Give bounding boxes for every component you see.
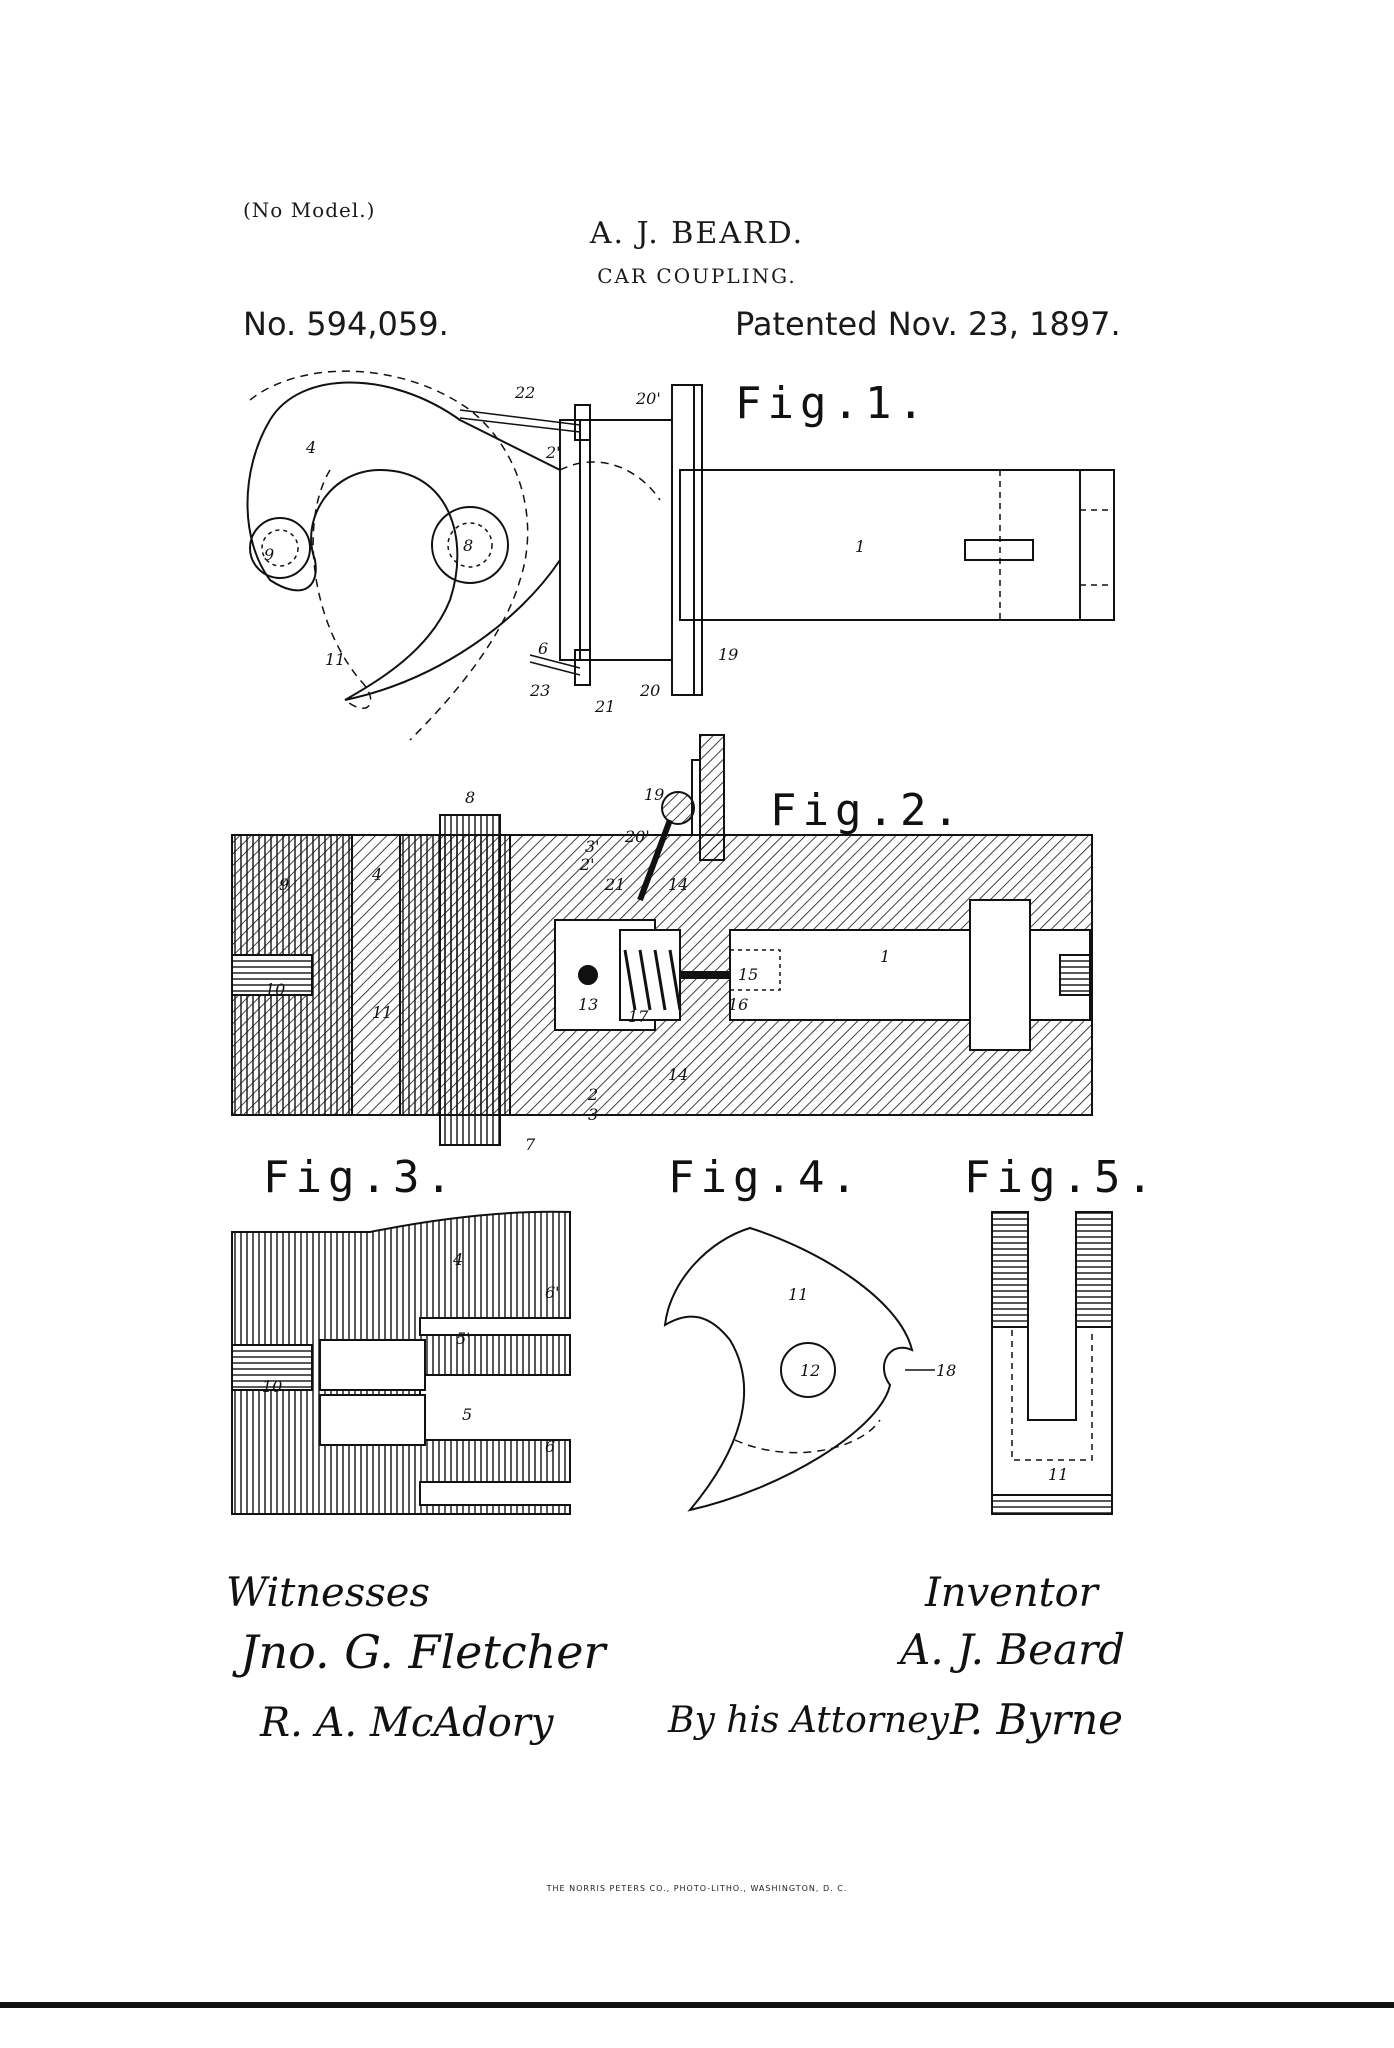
fig2-ref-15: 15 [738, 965, 758, 984]
inventor-label: Inventor [925, 1570, 1098, 1616]
fig1-ref-20: 20 [639, 681, 660, 700]
fig2-ref-2p: 2' [579, 855, 595, 874]
patent-number: No. 594,059. [243, 305, 449, 343]
by-attorney-label: By his Attorney [668, 1700, 949, 1741]
fig1-ref-22: 22 [514, 383, 535, 402]
fig2-ref-1: 1 [880, 947, 890, 966]
fig2-ref-20p: 20' [624, 827, 650, 846]
fig1-ref-6: 6 [538, 639, 548, 658]
bottom-rule [0, 2002, 1394, 2008]
fig2-ref-11: 11 [372, 1003, 392, 1022]
inventor-name: A. J. BEARD. [589, 216, 805, 251]
fig3-ref-4: 4 [452, 1250, 463, 1269]
witness-signature-2: R. A. McAdory [260, 1700, 554, 1746]
fig2-label: Fig.2. [770, 785, 965, 836]
attorney-signature: P. Byrne [950, 1695, 1124, 1744]
fig1-label: Fig.1. [735, 378, 930, 429]
fig2-ref-14b: 14 [668, 1065, 688, 1084]
fig2-pivot-pin [439, 814, 501, 1146]
fig4-drawing: 11 12 18 [663, 1226, 956, 1512]
fig3-label: Fig.3. [263, 1152, 458, 1203]
fig2-ref-3p: 3' [585, 837, 600, 856]
fig2-ref-14a: 14 [668, 875, 688, 894]
no-model-note: (No Model.) [243, 198, 376, 222]
patent-title: CAR COUPLING. [597, 264, 797, 288]
fig2-ref-16: 16 [728, 995, 748, 1014]
fig2-ref-17: 17 [628, 1007, 649, 1026]
fig3-ref-6: 6 [545, 1437, 555, 1456]
fig2-ref-21: 21 [604, 875, 625, 894]
witnesses-label: Witnesses [226, 1570, 430, 1616]
fig2-ref-19: 19 [644, 785, 664, 804]
fig3-drawing: 4 6' 5' 10 5 6 [231, 1210, 571, 1515]
fig2-ref-2: 2 [587, 1085, 598, 1104]
fig2-spring [623, 949, 682, 1011]
fig1-ref-1: 1 [855, 537, 865, 556]
fig4-ref-11: 11 [788, 1285, 808, 1304]
inventor-signature: A. J. Beard [900, 1625, 1126, 1674]
fig2-ref-10: 10 [265, 980, 285, 999]
fig1-ref-23: 23 [529, 681, 550, 700]
fig3-ref-5p: 5' [456, 1329, 471, 1348]
fig4-ref-18: 18 [936, 1361, 956, 1380]
fig1-pivot-pin [431, 506, 509, 584]
fig1-ref-19: 19 [718, 645, 738, 664]
fig2-ref-4: 4 [371, 865, 382, 884]
fig5-label: Fig.5. [964, 1152, 1159, 1203]
witness-signature-1: Jno. G. Fletcher [240, 1625, 606, 1679]
fig2-ref-3: 3 [588, 1105, 598, 1124]
patent-date: Patented Nov. 23, 1897. [735, 305, 1121, 343]
fig2-ref-8: 8 [465, 788, 475, 807]
fig3-ref-10: 10 [262, 1377, 282, 1396]
fig1-ref-21: 21 [594, 697, 615, 716]
fig1-ref-2p: 2' [545, 443, 561, 462]
printer-credit: THE NORRIS PETERS CO., PHOTO-LITHO., WAS… [546, 1884, 848, 1893]
fig4-pin-hole [780, 1342, 836, 1398]
fig2-drawing: 8 19 20' 3' 2' 21 14 4 9 10 13 15 16 17 … [231, 734, 1093, 1154]
fig1-ref-9: 9 [264, 545, 274, 564]
fig4-ref-12: 12 [800, 1361, 820, 1380]
fig1-ref-11: 11 [325, 650, 345, 669]
fig1-ref-8: 8 [463, 536, 473, 555]
fig3-ref-5: 5 [462, 1405, 472, 1424]
fig2-ref-7: 7 [525, 1135, 536, 1154]
fig1-drawing: 22 20' 4 2' 8 9 1 11 6 23 21 20 19 [246, 370, 1115, 741]
fig3-ref-6p: 6' [545, 1283, 560, 1302]
fig4-knuckle [663, 1226, 914, 1512]
fig2-ref-9: 9 [279, 875, 289, 894]
fig1-slot [964, 539, 1034, 561]
fig1-coupler-head [246, 381, 561, 701]
fig1-ref-4: 4 [305, 438, 316, 457]
fig4-label: Fig.4. [668, 1152, 863, 1203]
fig5-drawing: 11 [991, 1211, 1113, 1515]
fig5-ref-11: 11 [1048, 1465, 1068, 1484]
fig1-drawbar-end [1079, 469, 1115, 621]
fig2-ref-13: 13 [578, 995, 598, 1014]
fig1-ref-20p: 20' [635, 389, 661, 408]
